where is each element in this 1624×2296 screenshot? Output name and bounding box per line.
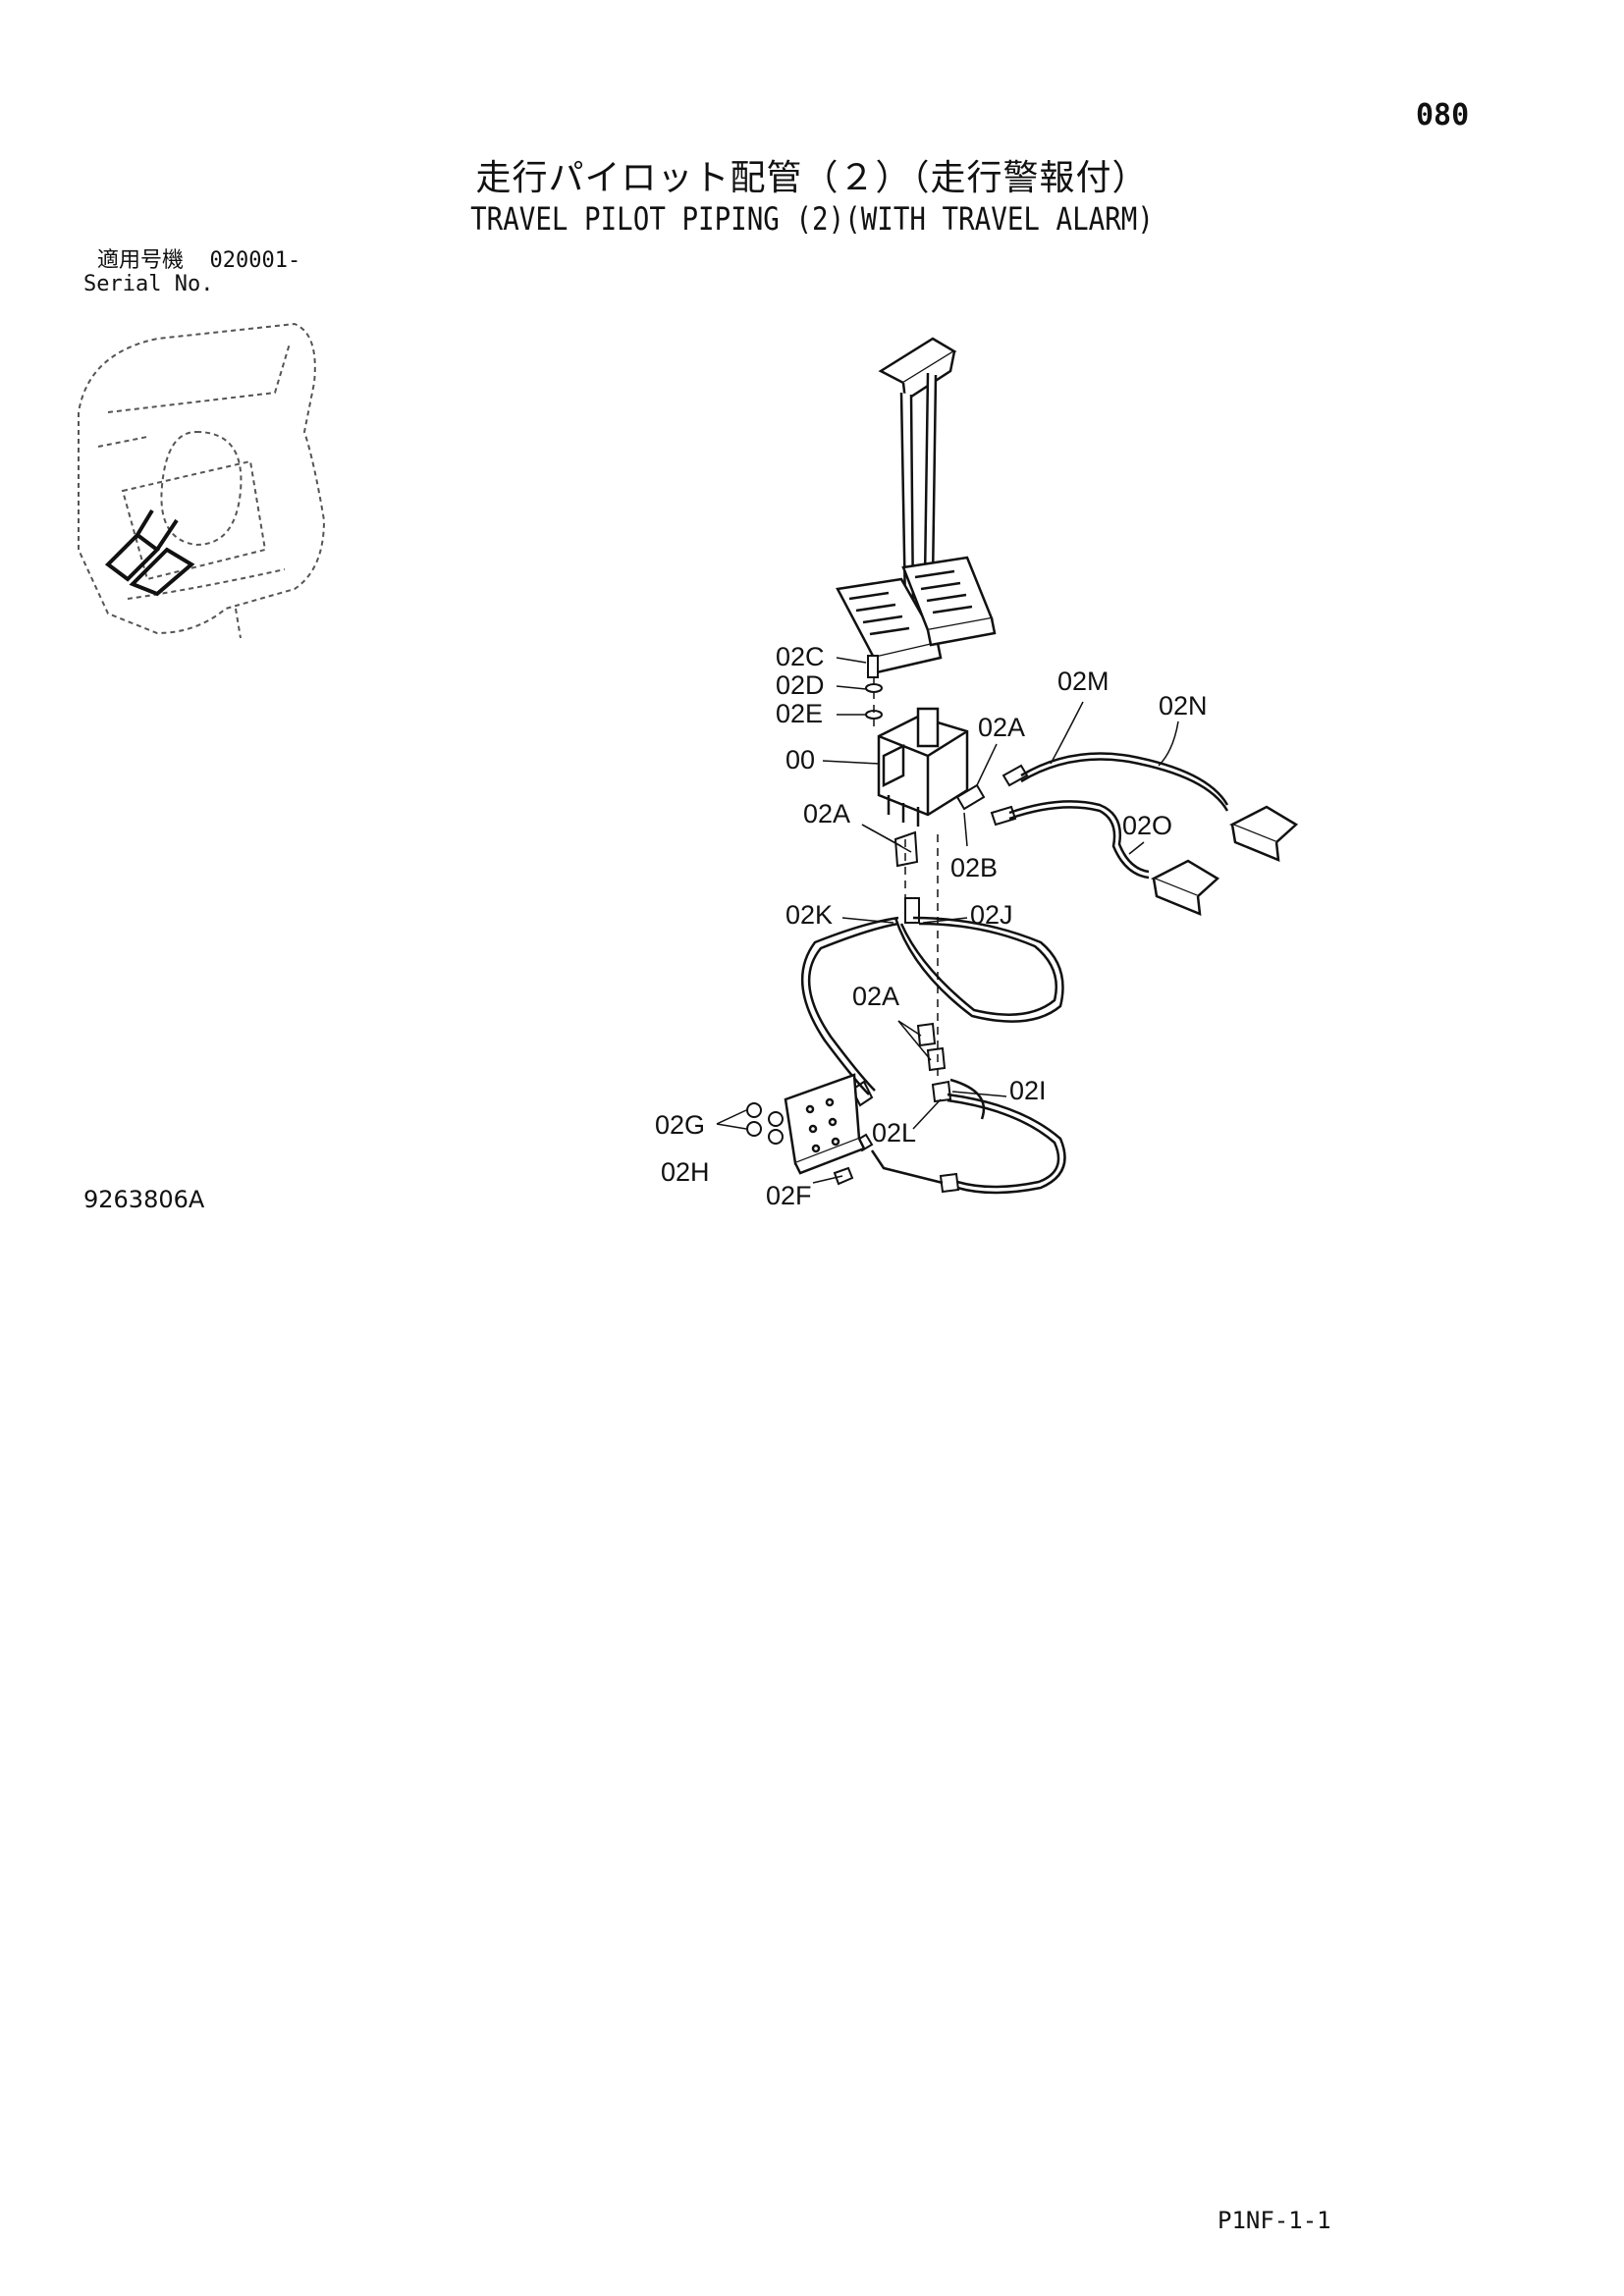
callout-02e: 02E <box>776 699 823 728</box>
callout-02f: 02F <box>766 1181 812 1210</box>
footer-page-code: P1NF-1-1 <box>1218 2207 1331 2234</box>
callout-02n: 02N <box>1159 691 1208 721</box>
callout-02a-upper: 02A <box>978 713 1025 742</box>
callout-02l: 02L <box>872 1118 916 1148</box>
assembly-center-lines <box>873 677 939 1080</box>
callout-02c: 02C <box>776 642 825 671</box>
serial-value: 020001- <box>209 248 301 273</box>
manifold-block <box>784 1073 866 1175</box>
callout-02h: 02H <box>661 1157 710 1187</box>
callout-02a-middle: 02A <box>803 799 850 828</box>
callout-02j: 02J <box>970 900 1013 930</box>
serial-row-japanese: 適用号機 020001- <box>83 249 300 273</box>
callout-02i: 02I <box>1009 1076 1047 1105</box>
pilot-valve-body <box>877 707 969 827</box>
serial-info: 適用号機 020001- Serial No. <box>83 249 300 296</box>
serial-label-japanese: 適用号機 <box>97 248 185 273</box>
callout-02o: 02O <box>1122 811 1172 840</box>
callout-02m: 02M <box>1057 667 1110 696</box>
callout-02k: 02K <box>785 900 833 930</box>
callout-02g: 02G <box>655 1110 705 1140</box>
machine-locator-thumbnail <box>78 322 326 639</box>
page-title-english: TRAVEL PILOT PIPING (2)(WITH TRAVEL ALAR… <box>470 200 1154 238</box>
travel-lever-and-pedals <box>836 337 997 674</box>
serial-label-english: Serial No. <box>83 272 214 296</box>
leader-lines <box>716 657 1179 1184</box>
callout-00: 00 <box>785 745 815 774</box>
callout-labels: 02C 02D 02E 00 02A 02M 02N 02O 02A 02B 0… <box>655 642 1208 1210</box>
callout-02a-lower: 02A <box>852 982 899 1011</box>
page-number: 080 <box>1416 98 1470 133</box>
drawing-number: 9263806A <box>83 1186 205 1213</box>
page-title-japanese: 走行パイロット配管（２）（走行警報付） <box>475 158 1149 198</box>
highlighted-pedals-in-thumbnail <box>104 508 195 597</box>
callout-02d: 02D <box>776 670 825 700</box>
callout-02b: 02B <box>950 853 998 882</box>
travel-alarm-switches <box>1150 805 1299 916</box>
